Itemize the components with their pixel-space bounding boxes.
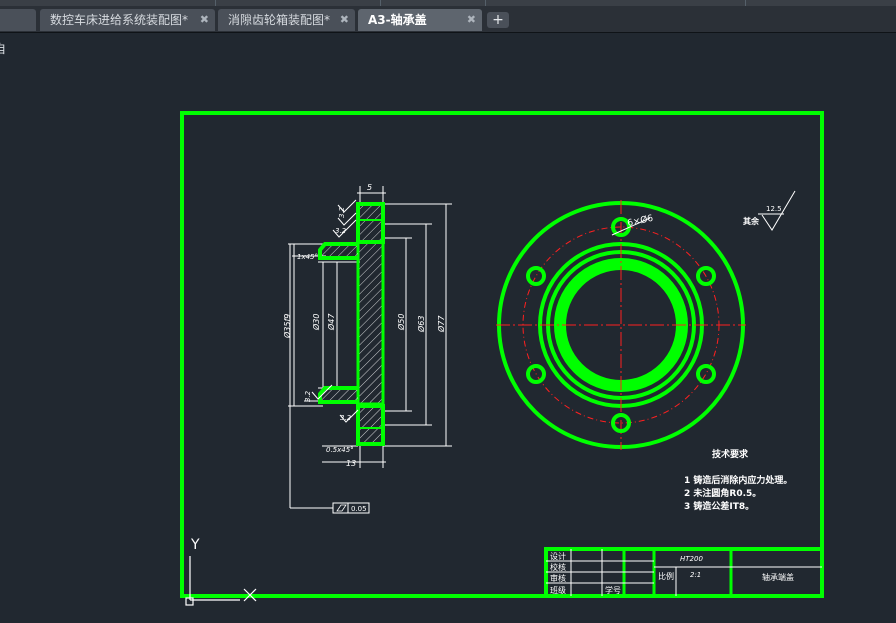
title-block: 设计 校核 审核 班级 学号 HT200 比例 2:1 轴承端盖 <box>544 547 824 598</box>
dim-chamfer: 0.5x45° <box>326 446 354 454</box>
material-label: HT200 <box>680 555 703 563</box>
rough-value: 12.5 <box>766 205 782 213</box>
dim-phi63: Ø63 <box>416 316 426 333</box>
role-design: 设计 <box>550 551 566 561</box>
close-icon[interactable]: ✖ <box>466 13 476 26</box>
ribbon-separator <box>485 0 486 6</box>
role-class: 班级 <box>550 585 566 595</box>
tab-label: 消隙齿轮箱装配图* <box>228 13 331 27</box>
drawing-frame <box>180 111 824 598</box>
tolerance-value: 0.05 <box>351 505 367 513</box>
bolt-holes <box>526 217 716 433</box>
new-tab-button[interactable]: + <box>487 12 509 28</box>
part-name: 轴承端盖 <box>762 572 794 582</box>
technical-requirements: 技术要求 1 铸造后消除内应力处理。 2 未注圆角R0.5。 3 铸造公差IT8… <box>684 448 792 512</box>
file-tab-bar: 数控车床进给系统装配图* ✖ 消隙齿轮箱装配图* ✖ A3-轴承盖 ✖ + <box>0 6 896 33</box>
dim-phi30: Ø30 <box>311 314 321 331</box>
ribbon-separator <box>380 0 381 6</box>
roughness-label: 3.2 <box>335 227 347 235</box>
tech-req-item: 1 铸造后消除内应力处理。 <box>684 474 792 486</box>
roughness-label: 3.2 <box>304 390 312 402</box>
tech-req-item: 3 铸造公差IT8。 <box>684 500 754 512</box>
ribbon-separator <box>215 0 216 6</box>
scale-value: 2:1 <box>690 571 701 579</box>
dim-phi50: Ø50 <box>396 314 406 331</box>
rough-label: 其余 <box>743 216 760 226</box>
tab-label: A3-轴承盖 <box>368 13 427 27</box>
roughness-label: 3.2 <box>338 206 346 218</box>
drawing-canvas[interactable]: 5 3.2 3.2 3.2 3.2 1x45° Ø35f9 Ø30 Ø47 Ø5… <box>0 33 896 623</box>
roughness-rest-symbol: 12.5 其余 <box>743 190 796 231</box>
viewport-label[interactable]: 自 <box>0 42 7 56</box>
tab-feed-system-assembly[interactable]: 数控车床进给系统装配图* ✖ <box>40 9 215 31</box>
tab-gearbox-assembly[interactable]: 消隙齿轮箱装配图* ✖ <box>218 9 355 31</box>
front-view: 6×Ø6 <box>496 200 746 450</box>
tab-start-partial[interactable] <box>0 9 36 31</box>
scale-label: 比例 <box>658 571 674 581</box>
tab-label: 数控车床进给系统装配图* <box>50 13 189 27</box>
dim-length-13: 13 <box>346 459 356 468</box>
ucs-y-label: Y <box>190 537 200 553</box>
close-icon[interactable]: ✖ <box>199 13 209 26</box>
tech-req-item: 2 未注圆角R0.5。 <box>684 487 761 499</box>
tolerance-frame <box>332 502 370 514</box>
dim-phi77: Ø77 <box>436 315 446 333</box>
dim-phi35: Ø35f9 <box>282 314 292 339</box>
role-review: 审核 <box>550 573 566 583</box>
roughness-label: 3.2 <box>340 414 352 422</box>
dim-width-5: 5 <box>367 183 372 192</box>
close-icon[interactable]: ✖ <box>339 13 349 26</box>
dim-chamfer: 1x45° <box>297 253 318 261</box>
student-number-label: 学号 <box>605 585 621 595</box>
ribbon-separator <box>745 0 746 6</box>
dim-phi47: Ø47 <box>326 313 336 331</box>
tech-req-title: 技术要求 <box>712 448 749 460</box>
holes-dimension: 6×Ø6 <box>626 213 654 229</box>
tab-bearing-cover[interactable]: A3-轴承盖 ✖ <box>358 9 482 31</box>
section-view: 5 3.2 3.2 3.2 3.2 1x45° Ø35f9 Ø30 Ø47 Ø5… <box>282 183 452 514</box>
ribbon-bottom-strip <box>0 0 896 6</box>
role-check: 校核 <box>550 562 566 572</box>
runout-icon <box>336 504 347 512</box>
ucs-icon <box>185 556 257 606</box>
